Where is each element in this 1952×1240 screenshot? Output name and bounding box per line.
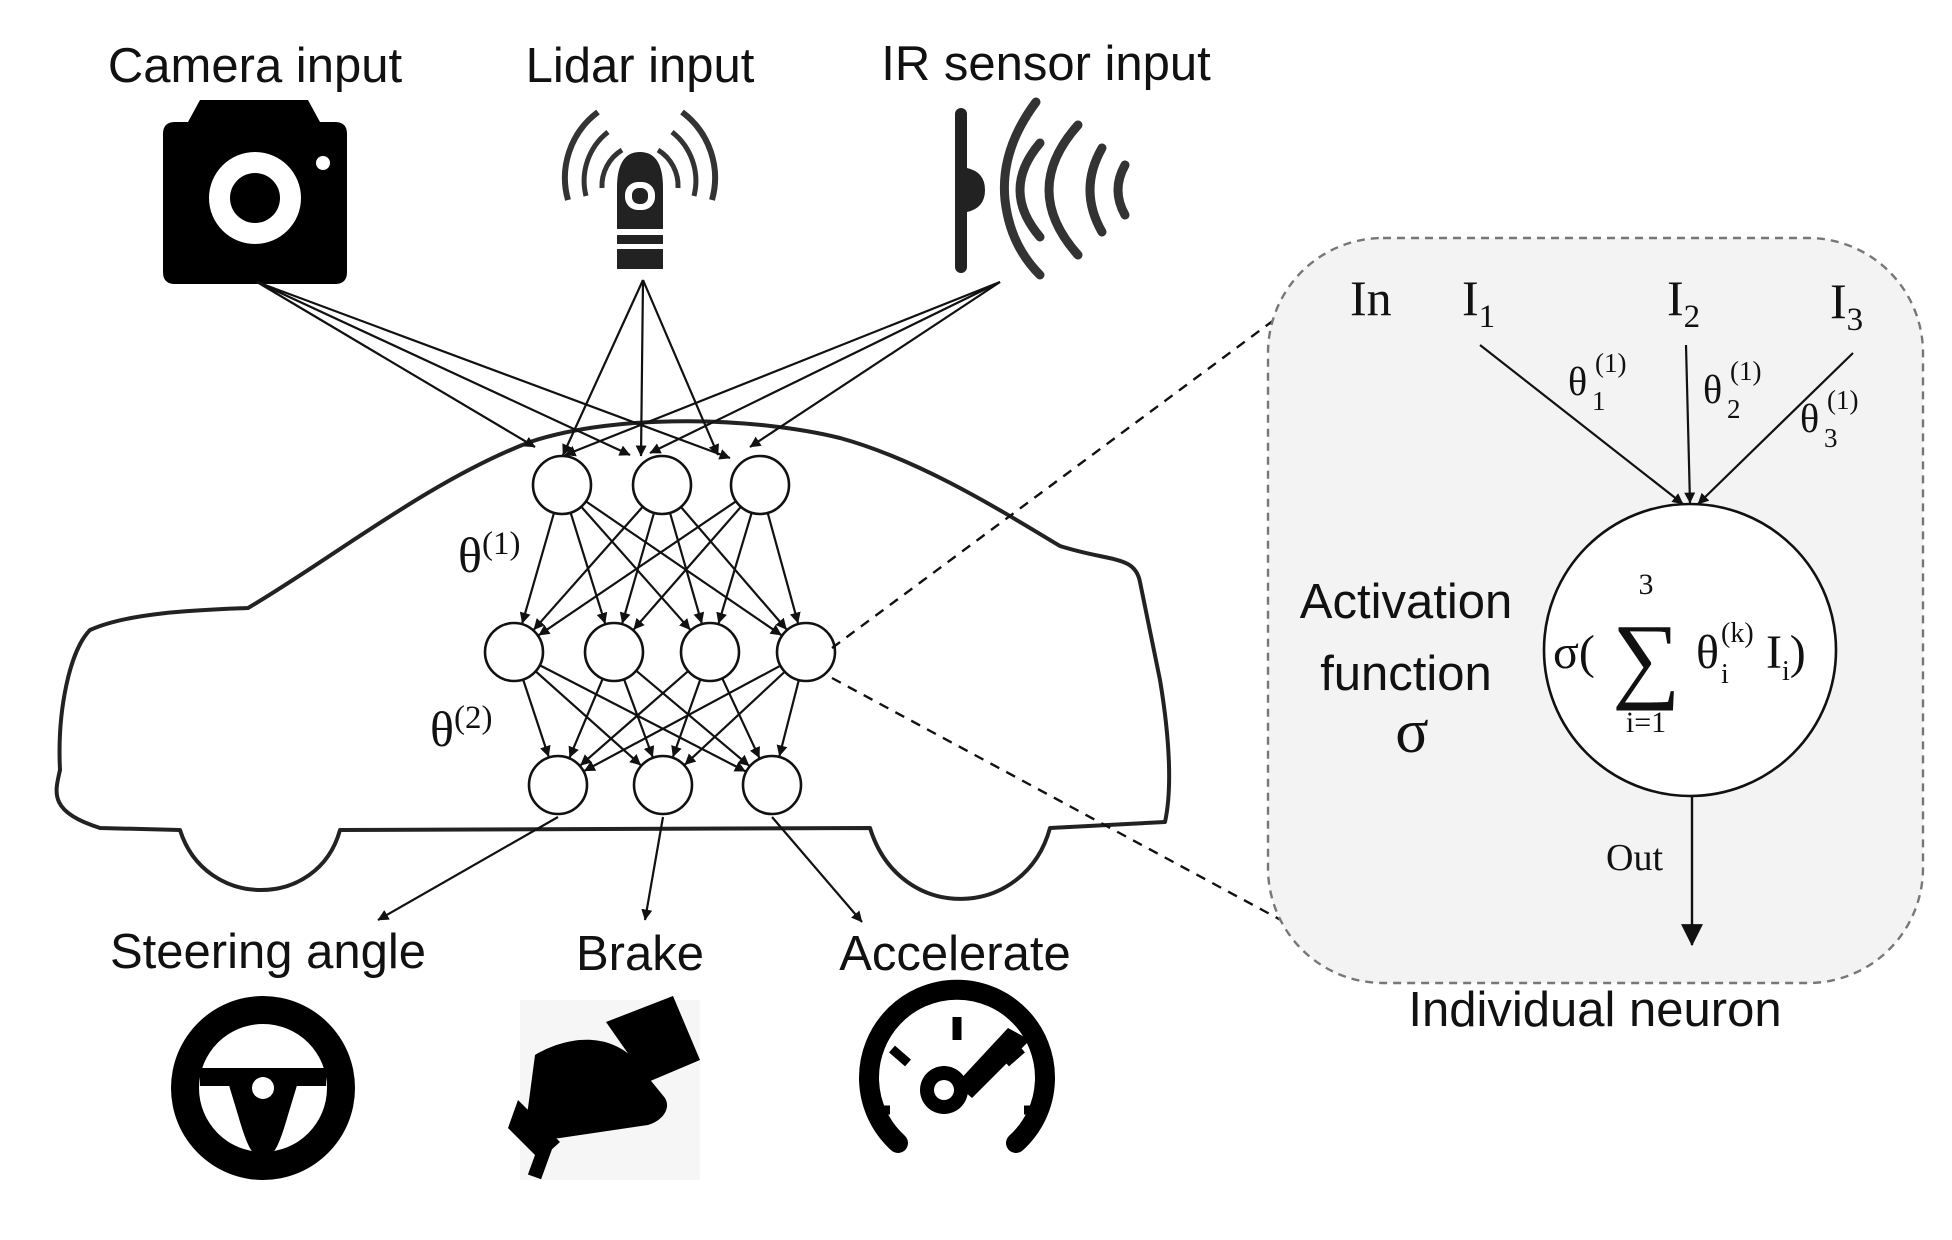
formula-open: σ( [1553,626,1595,679]
network-nodes [483,454,837,816]
neuron-layer1-node1 [531,454,593,516]
network-edge [721,677,761,759]
network-edge [583,664,781,772]
weight-label-layer1: θ(1) [458,526,520,583]
network-edge [684,670,786,766]
activation-formula: σ( ∑ 3 i=1 θi(k) Ii) [1553,568,1806,739]
neuron-out-label: Out [1606,837,1663,879]
camera-icon [163,100,347,284]
formula-sum-upper: 3 [1639,568,1654,601]
network-edge [766,512,801,624]
neuron-layer1-node2 [631,454,693,516]
brake-pedal-icon [508,996,700,1180]
network-edge [538,500,737,637]
ir-sensor-icon [955,97,1130,280]
neuron-edge-1 [1479,344,1684,505]
weight-label-layer2: θ(2) [430,700,492,757]
network-edge [632,506,742,631]
network-edge [539,664,746,773]
zoom-line-top [831,296,1306,649]
activation-label-line1: Activation [1300,575,1512,629]
neuron-layer2-node3 [679,621,741,683]
output-connections [377,816,863,923]
formula-input: Ii) [1766,626,1806,687]
network-edge [671,678,702,758]
neuron-edge-2 [1684,344,1696,504]
network-edge [519,512,556,624]
network-edge [533,505,644,631]
neuron-input-3: I3 [1830,273,1863,338]
neuron-layer3-node3 [741,754,803,816]
network-edge [635,669,750,767]
input-connections [256,279,1001,460]
network-edge [716,512,753,624]
neuron-layer1-node3 [729,454,791,516]
neuron-edge-3 [1697,352,1854,505]
speedometer-icon [859,979,1055,1153]
neuron-layer3-node1 [527,754,589,816]
neuron-layer2-node4 [775,621,837,683]
camera-input-label: Camera input [108,39,403,93]
lidar-input-label: Lidar input [526,39,755,93]
neuron-in-label: In [1350,270,1392,326]
network-edge [585,500,782,636]
accelerate-label: Accelerate [839,927,1071,981]
neuron-input-2: I2 [1667,270,1700,335]
network-edge [776,679,800,757]
network-edge [568,678,604,758]
network-edges [519,500,801,773]
lidar-icon [561,109,719,269]
steering-wheel-icon [171,996,355,1180]
brake-label: Brake [576,927,704,981]
activation-symbol: σ [1395,698,1428,766]
network-edge [668,512,705,624]
neuron-input-1: I1 [1462,270,1495,335]
neuron-layer2-node1 [483,621,545,683]
steering-angle-label: Steering angle [110,925,426,979]
network-edge [622,678,655,758]
neuron-body [1542,502,1838,798]
ir-sensor-input-label: IR sensor input [881,37,1211,91]
activation-label-line2: function [1320,647,1492,701]
formula-theta: θi(k) [1696,618,1754,690]
neuron-layer3-node2 [632,754,694,816]
formula-sum-lower: i=1 [1626,706,1666,739]
network-edge [522,679,551,758]
neuron-layer2-node2 [583,621,645,683]
network-edge [579,670,689,767]
formula-sum-symbol: ∑ [1612,604,1680,711]
individual-neuron-caption: Individual neuron [1408,983,1781,1037]
